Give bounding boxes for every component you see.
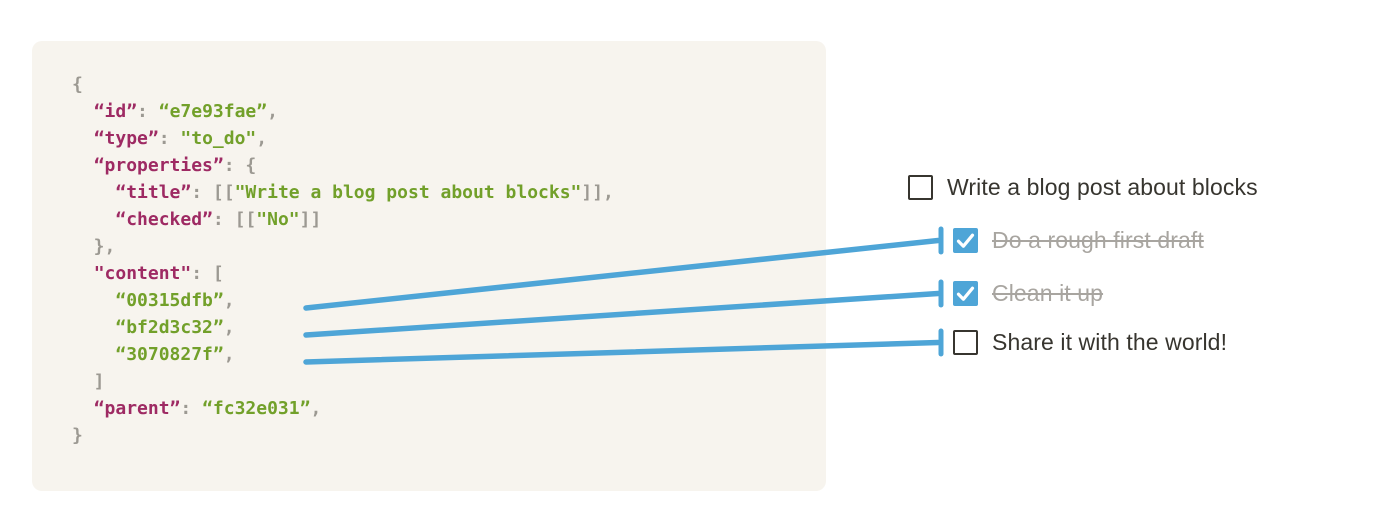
code-token-pun <box>72 290 115 311</box>
code-token-pun: : <box>223 155 246 176</box>
code-token-str: “00315dfb” <box>115 290 224 311</box>
code-token-pun: { <box>72 74 83 95</box>
code-line: “3070827f”, <box>72 341 614 368</box>
todo-item-label: Do a rough first draft <box>992 227 1204 253</box>
code-token-pun: : <box>137 101 159 122</box>
code-token-pun <box>72 101 94 122</box>
code-token-pun: : <box>191 263 213 284</box>
code-token-str: “e7e93fae” <box>158 101 268 122</box>
code-token-key: “parent” <box>93 398 181 419</box>
code-token-pun: : <box>212 209 235 230</box>
code-token-key: “title” <box>115 182 192 203</box>
code-line: “type”: "to_do", <box>72 125 614 152</box>
code-token-pun: { <box>245 155 257 176</box>
code-token-pun <box>72 128 94 149</box>
checkmark-icon <box>956 286 975 301</box>
code-token-pun <box>72 398 94 419</box>
code-token-pun <box>72 209 115 230</box>
code-token-str: "No" <box>256 209 300 230</box>
code-token-pun: : <box>191 182 213 203</box>
code-lines: { “id”: “e7e93fae”, “type”: "to_do", “pr… <box>72 71 614 449</box>
code-line: “title”: [["Write a blog post about bloc… <box>72 179 614 206</box>
code-token-pun <box>72 155 94 176</box>
code-token-pun: , <box>223 290 235 311</box>
json-code-block: { “id”: “e7e93fae”, “type”: "to_do", “pr… <box>32 41 826 491</box>
code-token-pun: , <box>223 344 235 365</box>
code-line: }, <box>72 233 614 260</box>
code-token-str: “bf2d3c32” <box>115 317 224 338</box>
todo-item: Do a rough first draft <box>953 227 1204 253</box>
code-line: "content": [ <box>72 260 614 287</box>
code-token-pun: : <box>180 398 203 419</box>
code-token-pun: ] <box>72 371 105 392</box>
code-line: “id”: “e7e93fae”, <box>72 98 614 125</box>
code-token-pun: , <box>310 398 322 419</box>
code-token-pun: ]] <box>299 209 322 230</box>
checkbox-unchecked[interactable] <box>908 175 933 200</box>
code-line: “properties”: { <box>72 152 614 179</box>
checkbox-unchecked[interactable] <box>953 330 978 355</box>
code-token-pun <box>72 317 115 338</box>
code-token-key: “type” <box>93 128 159 149</box>
code-line: “parent”: “fc32e031”, <box>72 395 614 422</box>
code-token-pun: , <box>223 317 235 338</box>
code-line: “00315dfb”, <box>72 287 614 314</box>
todo-item-label: Clean it up <box>992 280 1104 306</box>
code-line: ] <box>72 368 614 395</box>
code-line: “bf2d3c32”, <box>72 314 614 341</box>
code-token-key: “properties” <box>93 155 224 176</box>
checkmark-icon <box>956 233 975 248</box>
code-token-pun <box>72 263 94 284</box>
code-token-key: "content" <box>93 263 192 284</box>
code-token-key: “id” <box>93 101 138 122</box>
code-token-str: “fc32e031” <box>202 398 311 419</box>
todo-item-label: Share it with the world! <box>992 329 1228 355</box>
code-token-pun: [ <box>212 263 224 284</box>
code-token-str: "to_do" <box>180 128 257 149</box>
code-token-str: "Write a blog post about blocks" <box>234 182 582 203</box>
code-token-pun: }, <box>72 236 116 257</box>
code-token-str: “3070827f” <box>115 344 224 365</box>
code-token-pun: [[ <box>212 182 235 203</box>
checkbox-checked[interactable] <box>953 281 978 306</box>
code-line: { <box>72 71 614 98</box>
todo-item: Share it with the world! <box>953 329 1228 355</box>
code-token-pun <box>72 344 115 365</box>
code-token-pun: ]], <box>581 182 614 203</box>
code-token-pun: } <box>72 425 83 446</box>
code-line: } <box>72 422 614 449</box>
code-token-pun: : <box>158 128 181 149</box>
code-line: “checked”: [["No"]] <box>72 206 614 233</box>
todo-item-label: Write a blog post about blocks <box>947 174 1258 200</box>
code-token-pun: [[ <box>234 209 257 230</box>
code-token-pun: , <box>267 101 278 122</box>
code-token-pun <box>72 182 115 203</box>
todo-item: Write a blog post about blocks <box>908 174 1258 200</box>
code-token-key: “checked” <box>115 209 213 230</box>
checkbox-checked[interactable] <box>953 228 978 253</box>
code-token-pun: , <box>256 128 268 149</box>
todo-item: Clean it up <box>953 280 1104 306</box>
